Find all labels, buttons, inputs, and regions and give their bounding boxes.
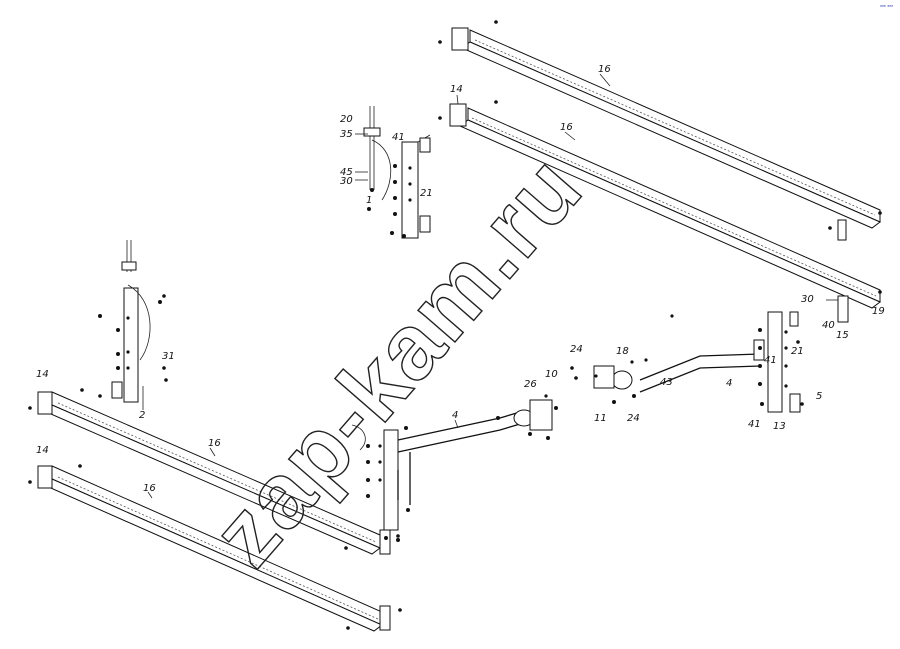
callout-4: 4 bbox=[452, 410, 458, 421]
callout-24: 24 bbox=[570, 344, 583, 355]
beam-bottom-lower bbox=[28, 464, 402, 632]
callout-14: 14 bbox=[36, 445, 49, 456]
callout-26: 26 bbox=[524, 379, 537, 390]
callout-4: 4 bbox=[726, 378, 732, 389]
callout-2: 2 bbox=[139, 410, 145, 421]
callout-16: 16 bbox=[560, 122, 573, 133]
callout-16: 16 bbox=[208, 438, 221, 449]
callout-11: 11 bbox=[594, 413, 607, 424]
callout-18: 18 bbox=[616, 346, 629, 357]
callout-14: 14 bbox=[36, 369, 49, 380]
callout-14: 14 bbox=[450, 84, 463, 95]
callout-40: 40 bbox=[822, 320, 835, 331]
callout-35: 35 bbox=[340, 129, 353, 140]
center-left-bracket bbox=[351, 424, 410, 542]
callout-19: 19 bbox=[872, 306, 885, 317]
right-bracket bbox=[753, 311, 804, 413]
left-vertical-post bbox=[98, 240, 168, 403]
callout-13: 13 bbox=[773, 421, 786, 432]
beam-bottom-upper bbox=[28, 388, 400, 555]
callout-16: 16 bbox=[143, 483, 156, 494]
callout-43: 43 bbox=[660, 377, 673, 388]
callout-labels: 16 14 16 20 35 41 45 30 21 1 31 2 14 16 … bbox=[36, 64, 885, 494]
callout-45: 45 bbox=[340, 167, 353, 178]
callout-41: 41 bbox=[764, 355, 777, 366]
callout-41: 41 bbox=[392, 132, 405, 143]
callout-5: 5 bbox=[816, 391, 822, 402]
callout-16: 16 bbox=[598, 64, 611, 75]
callout-1: 1 bbox=[366, 195, 372, 206]
callout-21: 21 bbox=[420, 188, 433, 199]
callout-10: 10 bbox=[545, 369, 558, 380]
center-coupling bbox=[496, 358, 648, 440]
cross-tube bbox=[397, 314, 761, 505]
callout-15: 15 bbox=[836, 330, 849, 341]
corner-logo: *** *** bbox=[880, 5, 893, 11]
callout-21: 21 bbox=[791, 346, 804, 357]
callout-20: 20 bbox=[340, 114, 353, 125]
callout-31: 31 bbox=[162, 351, 175, 362]
callout-41: 41 bbox=[748, 419, 761, 430]
bracket-assembly-top bbox=[363, 106, 431, 239]
callout-30: 30 bbox=[801, 294, 814, 305]
leader-lines bbox=[142, 73, 838, 499]
callout-30: 30 bbox=[340, 176, 353, 187]
beam-top-upper bbox=[438, 20, 882, 241]
callout-24: 24 bbox=[627, 413, 640, 424]
